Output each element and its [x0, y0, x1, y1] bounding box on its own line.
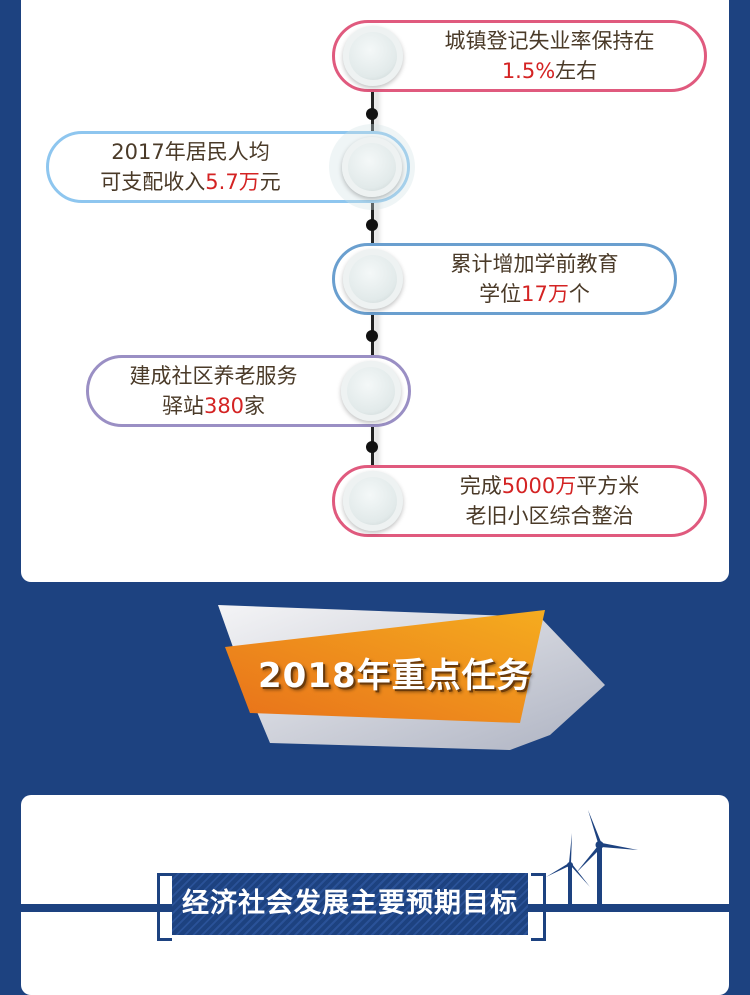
item-line2: 老旧小区综合整治 [465, 504, 634, 528]
item-line1: 城镇登记失业率保持在 [444, 29, 655, 53]
timeline-item: 完成5000万平方米 老旧小区综合整治 [332, 465, 707, 537]
knob-icon [342, 137, 402, 197]
bracket-right [531, 873, 546, 941]
timeline-dot [366, 441, 378, 453]
item-value: 5000万 [501, 474, 577, 498]
item-prefix: 可支配收入 [100, 170, 206, 194]
section-title: 经济社会发展主要预期目标 [182, 888, 518, 919]
item-suffix: 家 [244, 394, 266, 418]
timeline-dot [366, 219, 378, 231]
item-prefix: 驿站 [161, 394, 204, 418]
item-value: 17万 [521, 282, 569, 306]
wind-turbine-icon [546, 810, 638, 905]
knob-icon [343, 249, 403, 309]
item-suffix: 左右 [555, 59, 598, 83]
timeline-dot [366, 330, 378, 342]
timeline-item: 城镇登记失业率保持在 1.5%左右 [332, 20, 707, 92]
item-prefix: 完成 [459, 474, 502, 498]
item-value: 380 [203, 394, 245, 418]
banner-title: 2018年重点任务 [258, 656, 532, 696]
banner-ribbon-icon [218, 605, 605, 750]
timeline-dot [366, 108, 378, 120]
knob-icon [343, 471, 403, 531]
knob-icon [341, 361, 401, 421]
bracket-left [157, 873, 172, 941]
timeline-item: 累计增加学前教育 学位17万个 [332, 243, 677, 315]
item-line1: 累计增加学前教育 [450, 252, 619, 276]
item-value: 5.7万 [205, 170, 260, 194]
item-suffix: 个 [568, 282, 590, 306]
item-suffix: 元 [259, 170, 281, 194]
knob-icon [343, 26, 403, 86]
section-title-bg [172, 873, 528, 935]
item-suffix: 平方米 [576, 474, 640, 498]
timeline-item: 2017年居民人均 可支配收入5.7万元 [46, 124, 415, 210]
item-line1: 2017年居民人均 [111, 140, 270, 164]
item-value: 1.5% [501, 59, 556, 83]
timeline-item: 建成社区养老服务 驿站380家 [86, 355, 411, 427]
item-line1: 建成社区养老服务 [129, 364, 298, 388]
item-prefix: 学位 [479, 282, 522, 306]
